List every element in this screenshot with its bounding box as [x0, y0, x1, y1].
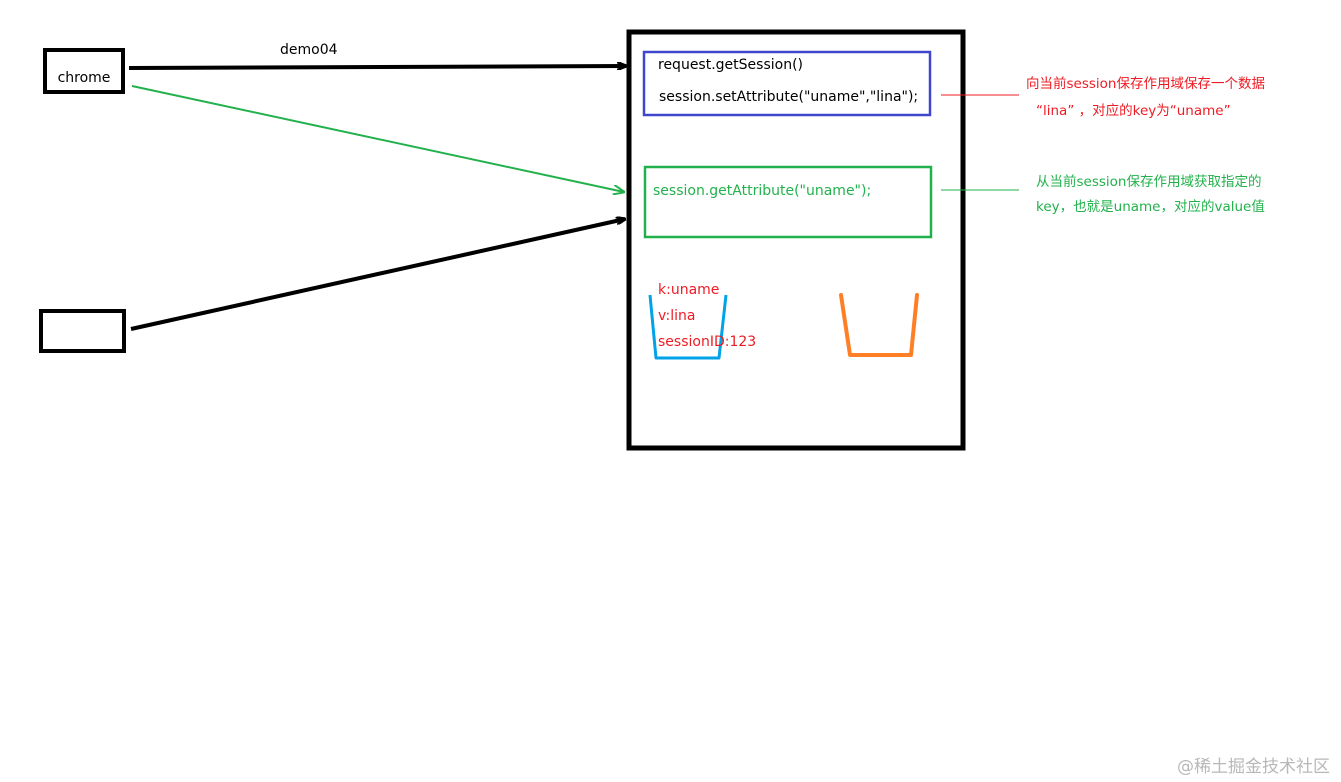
chrome-client-box [43, 48, 125, 94]
chrome-client-label: chrome [58, 70, 111, 86]
set-note-line1: 向当前session保存作用域保存一个数据 [1026, 75, 1265, 92]
session-key: k:uname [658, 282, 719, 298]
get-note-line1: 从当前session保存作用域获取指定的 [1036, 173, 1261, 190]
session-id: sessionID:123 [658, 334, 756, 350]
set-block-line2: session.setAttribute("uname","lina"); [659, 89, 918, 105]
request-arrow-label: demo04 [280, 42, 338, 58]
get-attribute-block [643, 165, 933, 239]
set-attribute-block [642, 50, 932, 117]
session-value: v:lina [658, 308, 695, 324]
set-note-line2: “lina” ，对应的key为“uname” [1036, 102, 1231, 119]
second-client-box [39, 309, 126, 353]
get-note-line2: key，也就是uname，对应的value值 [1036, 198, 1265, 215]
session-container-cyan [648, 294, 728, 360]
request-arrow-top [128, 66, 626, 68]
watermark: @稀土掘金技术社区 [1177, 757, 1330, 777]
get-block-line1: session.getAttribute("uname"); [653, 183, 871, 199]
get-request-arrow [131, 85, 624, 192]
server-box [626, 29, 966, 451]
session-container-orange [839, 293, 919, 357]
second-client-arrow [130, 219, 625, 331]
set-block-line1: request.getSession() [658, 57, 803, 73]
